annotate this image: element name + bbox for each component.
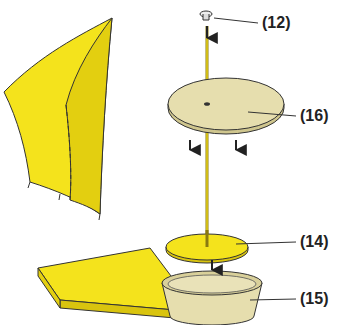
large-disc (168, 78, 284, 134)
rod (206, 26, 209, 258)
canopy-panel (4, 18, 112, 220)
motion-arrows (190, 26, 236, 270)
leader-lines (214, 18, 296, 300)
callout-number: (14) (300, 232, 328, 251)
cup-part (162, 271, 262, 325)
callout-number: (16) (300, 106, 328, 125)
cap-part (200, 11, 212, 20)
callout-number: (15) (300, 289, 328, 308)
small-disc (166, 230, 248, 263)
callout-number: (12) (262, 13, 290, 32)
